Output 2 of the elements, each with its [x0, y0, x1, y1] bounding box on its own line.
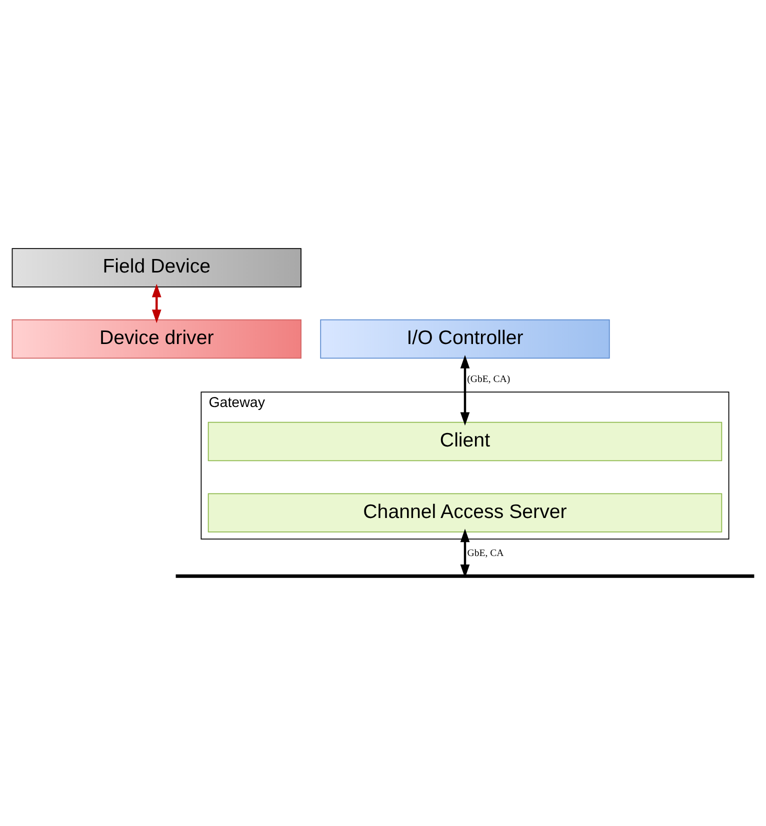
edge-label: GbE, CA — [467, 548, 504, 559]
edge-label: (GbE, CA) — [467, 374, 510, 386]
